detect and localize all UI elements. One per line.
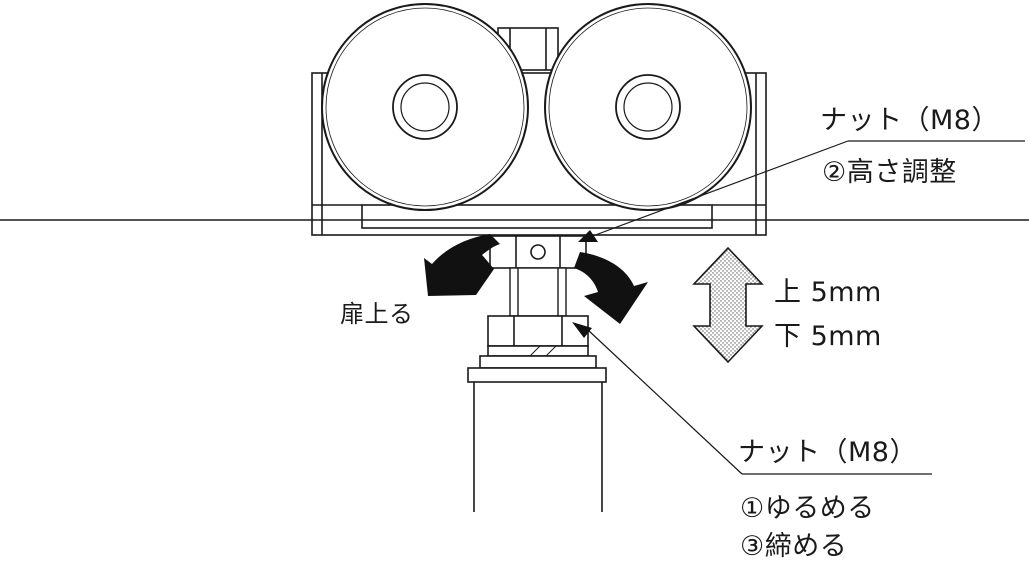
bottom-nut-step1: ①ゆるめる (740, 493, 875, 524)
leader-lines (581, 140, 1025, 475)
bottom-nut-title: ナット（M8） (738, 437, 917, 468)
door-up-label: 扉上る (340, 300, 414, 328)
lower-lock-nut (487, 315, 589, 357)
leader-arrowhead-top (578, 230, 598, 242)
top-nut-step: ②高さ調整 (822, 157, 957, 188)
threaded-shaft (509, 267, 567, 317)
rotate-right-arrow (574, 252, 648, 324)
upper-adjusting-nut (489, 235, 587, 269)
adjust-up-label: 上 5mm (774, 277, 882, 308)
bottom-nut-step3: ③締める (740, 531, 848, 562)
door-post (467, 355, 607, 512)
rotate-left-arrow (424, 234, 500, 296)
top-nut-title: ナット（M8） (820, 105, 999, 136)
up-down-adjust-arrow (692, 246, 764, 364)
left-roller-wheel (321, 3, 529, 211)
leader-arrowhead-bottom (572, 322, 592, 338)
right-roller-wheel (544, 3, 752, 211)
adjust-down-label: 下 5mm (774, 321, 882, 352)
